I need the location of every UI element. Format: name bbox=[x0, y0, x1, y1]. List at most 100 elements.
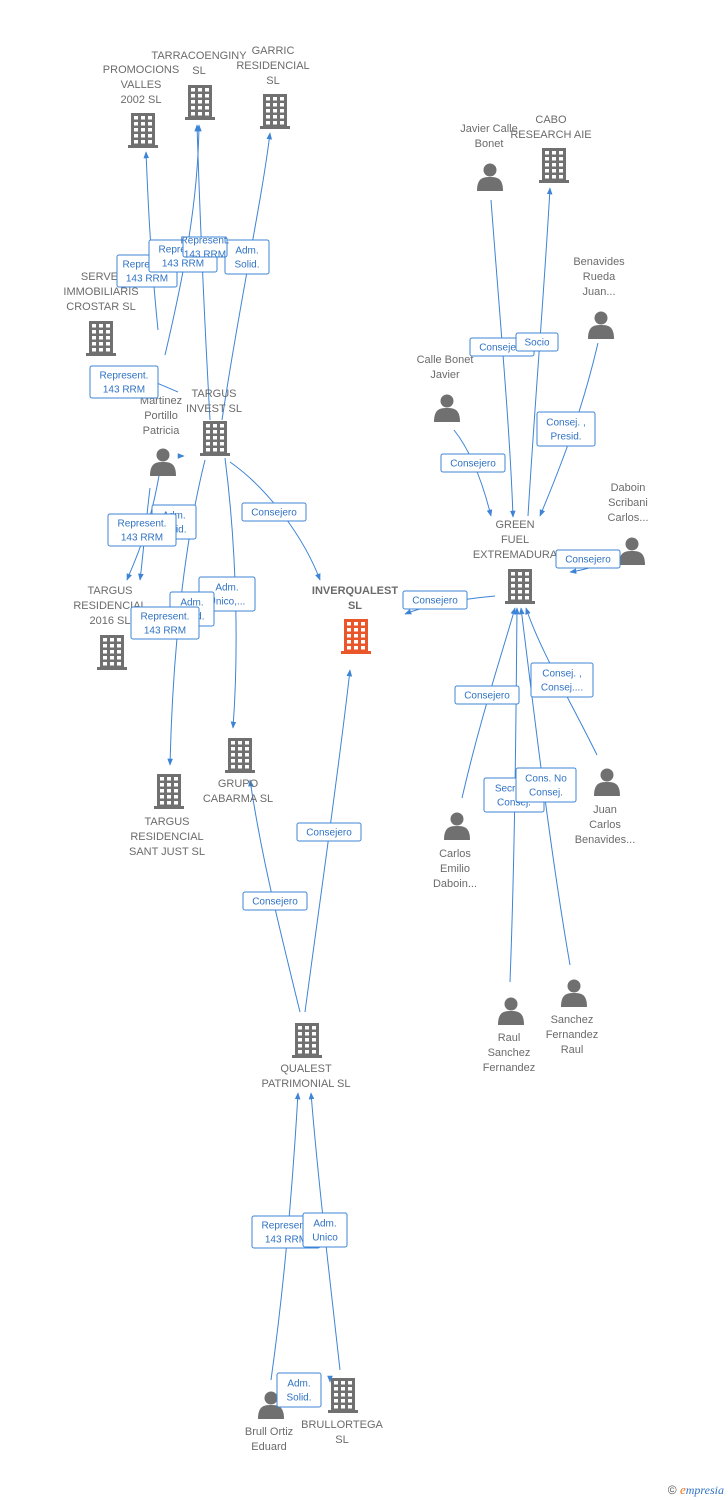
edge-label-text: Consej. , bbox=[542, 669, 581, 680]
node-label: Carlos... bbox=[608, 512, 649, 524]
node-juan-carlos[interactable]: JuanCarlosBenavides... bbox=[575, 768, 636, 847]
person-icon bbox=[150, 448, 176, 476]
edge-label[interactable]: Consejero bbox=[296, 822, 362, 842]
edge-label[interactable]: Consejero bbox=[402, 590, 468, 610]
node-label: Sanchez bbox=[551, 1014, 594, 1026]
node-label: RESIDENCIAL bbox=[236, 60, 309, 72]
node-label: CROSTAR SL bbox=[66, 301, 135, 313]
edge-label-text: 143 RRM bbox=[103, 385, 145, 396]
edge-label[interactable]: Adm. Unico bbox=[302, 1212, 348, 1248]
node-daboin-scribani[interactable]: DaboinScribaniCarlos... bbox=[608, 482, 649, 565]
edge-label[interactable]: Consejero bbox=[242, 891, 308, 911]
building-icon bbox=[154, 774, 184, 809]
node-label: Scribani bbox=[608, 497, 648, 509]
node-label: SL bbox=[192, 65, 205, 77]
edge-label-text: Consejero bbox=[412, 596, 458, 607]
node-carlos-emilio[interactable]: CarlosEmilioDaboin... bbox=[433, 812, 477, 891]
node-label: Calle Bonet bbox=[417, 354, 474, 366]
building-icon bbox=[328, 1378, 358, 1413]
edge-labels-layer: Represent.143 RRM Represent.143 RRM Adm. So… bbox=[89, 236, 621, 1408]
node-label: Sanchez bbox=[488, 1047, 531, 1059]
edge-label[interactable]: Adm. Solid. bbox=[276, 1372, 322, 1408]
edge-label-text: Consejero bbox=[252, 897, 298, 908]
node-label: Raul bbox=[498, 1032, 521, 1044]
node-label: Benavides bbox=[573, 256, 625, 268]
edges-layer bbox=[119, 124, 623, 1383]
edge-label-box bbox=[440, 453, 506, 473]
building-icon bbox=[539, 148, 569, 183]
edge-label[interactable]: Adm.Solid. bbox=[224, 239, 270, 275]
edge-label-text: 143 RRM bbox=[126, 274, 168, 285]
node-label: Daboin bbox=[611, 482, 646, 494]
edge-label[interactable]: Consejero bbox=[440, 453, 506, 473]
edge-label-box bbox=[402, 590, 468, 610]
edge-label-text: Solid. bbox=[286, 1393, 311, 1404]
node-label: Fernandez bbox=[483, 1062, 536, 1074]
edge-label[interactable]: Consejero bbox=[555, 549, 621, 569]
node-label: Juan... bbox=[582, 286, 615, 298]
edge-label-text: Unico bbox=[312, 1233, 338, 1244]
edge-label[interactable]: Represent.143 RRM bbox=[130, 606, 200, 640]
edge-label[interactable]: Represent.143 RRM bbox=[107, 513, 177, 547]
node-label: Patricia bbox=[143, 425, 181, 437]
node-label: PATRIMONIAL SL bbox=[261, 1078, 350, 1090]
edge-label-text: 143 RRM bbox=[162, 259, 204, 270]
node-label: 2016 SL bbox=[90, 615, 131, 627]
edge-label-text: Consej. , bbox=[546, 418, 585, 429]
edge-label[interactable]: Consejero bbox=[454, 685, 520, 705]
node-benavides-rueda[interactable]: BenavidesRuedaJuan... bbox=[573, 256, 625, 339]
edge-label-box bbox=[515, 332, 559, 352]
edge-label[interactable]: Represent.143 RRM bbox=[181, 236, 230, 261]
edge-label[interactable]: Consej. ,Consej.... bbox=[530, 662, 594, 698]
edge-label-text: Adm. bbox=[215, 583, 238, 594]
edge-line bbox=[490, 199, 516, 518]
node-label: Carlos bbox=[439, 848, 471, 860]
edge-label[interactable]: Consejero bbox=[241, 502, 307, 522]
node-label: Emilio bbox=[440, 863, 470, 875]
footer-credit: © empresia bbox=[668, 1482, 724, 1498]
edge-label-text: Consejero bbox=[565, 555, 611, 566]
edge-label-box bbox=[89, 365, 159, 399]
edge-label-text: Adm. bbox=[313, 1219, 336, 1230]
node-label: SANT JUST SL bbox=[129, 846, 205, 858]
person-icon bbox=[594, 768, 620, 796]
person-icon bbox=[444, 812, 470, 840]
edge-label[interactable]: Socio bbox=[515, 332, 559, 352]
edge-label[interactable]: Represent.143 RRM bbox=[89, 365, 159, 399]
node-label: PROMOCIONS bbox=[103, 64, 179, 76]
node-label: EXTREMADURA bbox=[473, 549, 558, 561]
node-label: FUEL bbox=[501, 534, 529, 546]
person-icon bbox=[498, 997, 524, 1025]
node-label: SL bbox=[348, 600, 362, 612]
edge-label-text: Consej. bbox=[529, 788, 563, 799]
edge-label-text: Adm. bbox=[287, 1379, 310, 1390]
node-label: Eduard bbox=[251, 1441, 286, 1453]
person-icon bbox=[258, 1391, 284, 1419]
edge-label-text: 143 RRM bbox=[144, 626, 186, 637]
edge-label[interactable]: Consej. ,Presid. bbox=[536, 411, 596, 447]
node-label: SERVEI bbox=[81, 271, 121, 283]
edge-label-box bbox=[182, 236, 228, 258]
